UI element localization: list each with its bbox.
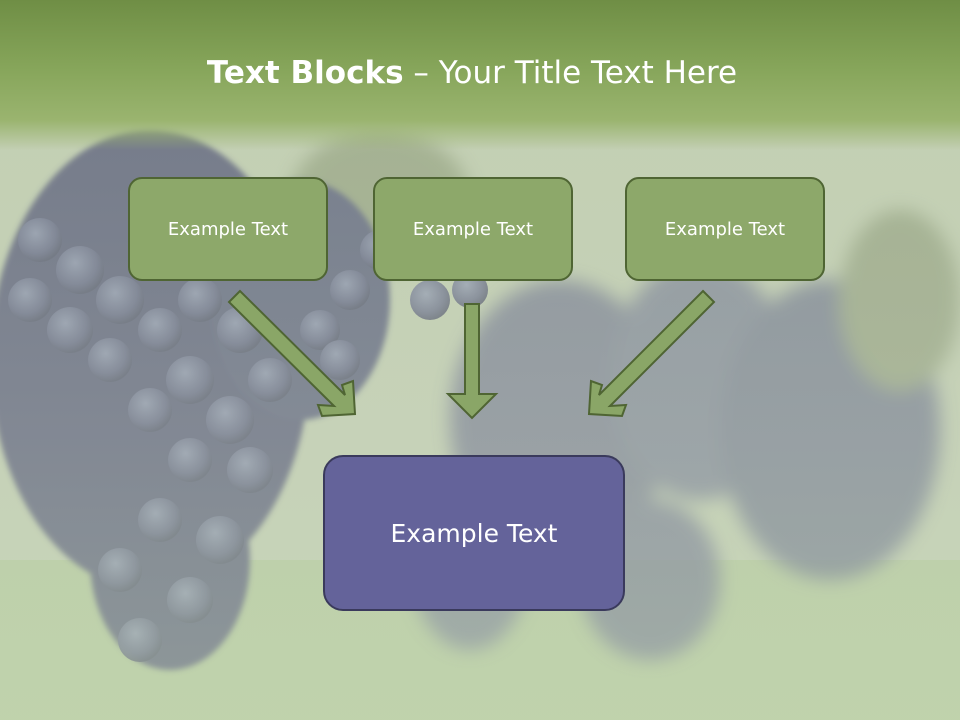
title-rest: Your Title Text Here <box>438 55 738 91</box>
arrow-right <box>587 289 716 418</box>
title-dash: – <box>403 55 439 91</box>
slide-title: Text Blocks – Your Title Text Here <box>0 55 944 91</box>
box-main-label: Example Text <box>390 518 558 548</box>
example-text-box-center: Example Text <box>373 177 573 281</box>
title-bar <box>0 0 960 150</box>
arrow-left <box>227 289 357 418</box>
box-left-label: Example Text <box>167 218 289 240</box>
example-text-box-main: Example Text <box>323 455 625 611</box>
example-text-box-right: Example Text <box>625 177 825 281</box>
box-right-label: Example Text <box>664 218 786 240</box>
example-text-box-left: Example Text <box>128 177 328 281</box>
box-center-label: Example Text <box>412 218 534 240</box>
arrow-center <box>445 303 499 420</box>
title-bold: Text Blocks <box>206 55 404 91</box>
